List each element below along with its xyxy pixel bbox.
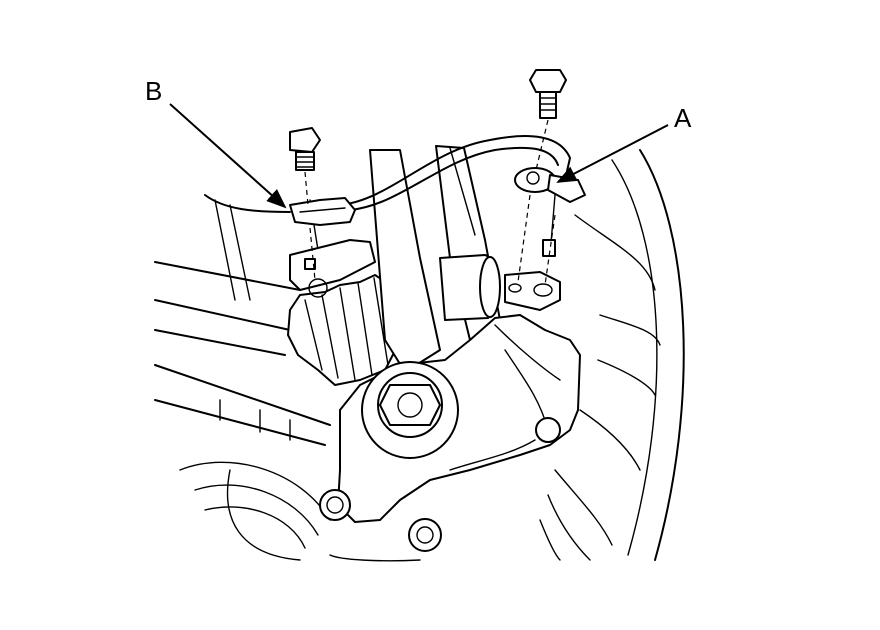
- callout-b: B: [145, 76, 287, 209]
- callout-a-label: A: [674, 103, 692, 133]
- callout-a-leader: [556, 124, 669, 183]
- brake-disc: [539, 149, 685, 561]
- knuckle-backplate: [179, 461, 421, 562]
- bolt-b: [289, 127, 321, 281]
- sensor-harness: [204, 135, 571, 213]
- callout-b-leader: [169, 103, 287, 209]
- callout-b-label: B: [145, 76, 162, 106]
- sensor-bracket-a: [504, 167, 586, 311]
- ball-joint-nut: [361, 361, 459, 459]
- cv-boot: [287, 274, 399, 386]
- wire-bracket-b: [289, 197, 376, 298]
- lower-control-arms: [154, 261, 331, 446]
- bushing: [439, 254, 501, 321]
- bolt-a: [517, 69, 567, 286]
- knuckle-bolts: [319, 417, 561, 552]
- callout-a: A: [556, 103, 692, 183]
